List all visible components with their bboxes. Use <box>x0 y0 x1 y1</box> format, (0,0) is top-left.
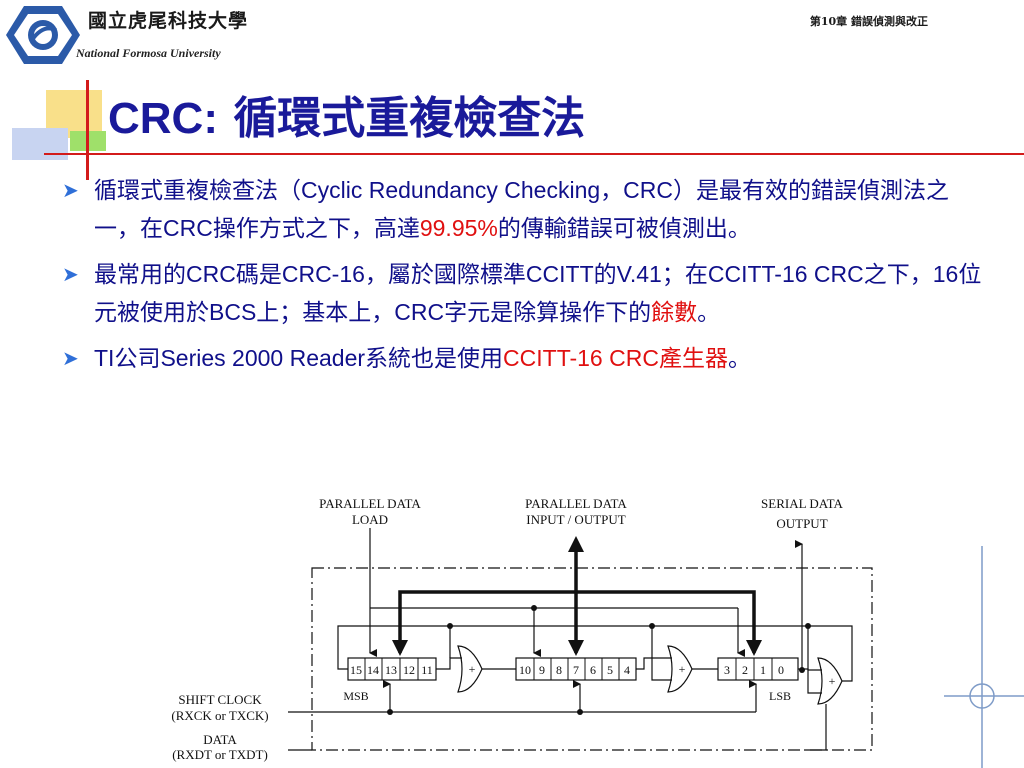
bullet-text: 16 <box>932 261 959 287</box>
label-shift-clock-2: (RXCK or TXCK) <box>171 708 268 723</box>
crc-chip-boundary <box>311 567 873 751</box>
register-msb-group: 15 14 13 12 11 <box>347 657 437 681</box>
label-serial-out-2: OUTPUT <box>776 516 827 531</box>
university-logo <box>6 6 80 64</box>
bullet-text: CRC <box>394 299 445 325</box>
bullet-text: CCITT-16 CRC <box>707 261 864 287</box>
bullet-text: 上；基本上， <box>256 300 395 326</box>
bullet-text: CCITT <box>525 261 594 287</box>
bit-cell: 5 <box>607 663 613 677</box>
register-middle-group: 10 9 8 7 6 5 4 <box>515 657 637 681</box>
bullet-highlight: 餘數 <box>651 300 698 326</box>
register-lsb-group: 3 2 1 0 <box>717 657 799 681</box>
bullet-text: 系統也是使用 <box>365 346 504 372</box>
label-serial-out-1: SERIAL DATA <box>761 496 844 511</box>
label-parallel-load-2: LOAD <box>352 512 388 527</box>
label-shift-clock-1: SHIFT CLOCK <box>178 692 262 707</box>
bit-cell: 14 <box>367 663 379 677</box>
decor-vertical-line <box>86 80 89 180</box>
xor-plus: + <box>469 662 476 676</box>
bit-cell: 9 <box>539 663 545 677</box>
bullet-text: 碼是 <box>235 262 282 288</box>
bullet-text: 之下， <box>863 262 933 288</box>
xor-gate-2: + <box>667 645 693 693</box>
slide-title-zh: 循環式重複檢查法 <box>233 93 586 144</box>
decor-horizontal-line <box>44 153 1024 155</box>
bullet-item-1: ➤ 循環式重複檢查法（Cyclic Redundancy Checking，CR… <box>62 172 982 248</box>
bullet-text: 。 <box>727 346 751 372</box>
bit-cell: 2 <box>742 663 748 677</box>
label-data-2: (RXDT or TXDT) <box>172 747 268 762</box>
slide-title-latin: CRC: <box>108 94 218 143</box>
bit-cell: 4 <box>624 663 630 677</box>
bullet-text: 的傳輸錯誤可被偵測出。 <box>497 216 751 242</box>
bullet-text: CRC <box>163 215 213 241</box>
university-name-en: National Formosa University <box>76 46 221 60</box>
bullet-arrow-icon: ➤ <box>62 262 79 286</box>
bullet-text: ；在 <box>661 262 708 288</box>
bullet-item-2: ➤ 最常用的CRC碼是CRC-16，屬於國際標準CCITT的V.41；在CCIT… <box>62 256 982 332</box>
bullet-text: BCS <box>209 299 257 325</box>
bullet-text: Series 2000 Reader <box>160 345 366 371</box>
bullet-text: 操作方式之下，高達 <box>212 216 420 242</box>
label-parallel-io-1: PARALLEL DATA <box>525 496 627 511</box>
xor-plus: + <box>679 662 686 676</box>
bullet-highlight: CCITT-16 CRC <box>503 345 659 371</box>
bullet-text: TI <box>94 345 115 371</box>
bit-cell: 12 <box>403 663 415 677</box>
wire-junctions <box>387 605 811 715</box>
bullet-text: 。 <box>697 300 721 326</box>
bullet-item-3: ➤ TI公司Series 2000 Reader系統也是使用CCITT-16 C… <box>62 340 982 378</box>
bullet-text: CRC-16 <box>281 261 365 287</box>
decor-right-lines <box>944 546 1024 768</box>
label-parallel-io-2: INPUT / OUTPUT <box>526 512 625 527</box>
label-parallel-load-1: PARALLEL DATA <box>319 496 421 511</box>
bullet-highlight: 產生器 <box>658 346 728 372</box>
bullet-text: Cyclic Redundancy Checking，CRC <box>301 177 673 203</box>
bit-cell: 11 <box>421 663 433 677</box>
bit-cell: 10 <box>519 663 531 677</box>
bit-cell: 1 <box>760 663 766 677</box>
university-name-zh: 國立虎尾科技大學 <box>88 10 249 32</box>
bit-cell: 0 <box>778 663 784 677</box>
bit-cell: 13 <box>385 663 397 677</box>
bullet-text: 最常用的 <box>94 262 186 288</box>
bus-arrowheads <box>392 536 762 656</box>
label-lsb: LSB <box>769 689 791 703</box>
label-data-1: DATA <box>203 732 237 747</box>
bullet-text: CRC <box>186 261 236 287</box>
bullet-text: ）是最有效的錯誤偵測法之一，在 <box>94 178 949 242</box>
bullet-arrow-icon: ➤ <box>62 346 79 370</box>
bit-cell: 3 <box>724 663 730 677</box>
xor-gate-1: + <box>457 645 483 693</box>
bullet-arrow-icon: ➤ <box>62 178 79 202</box>
parallel-data-bus <box>398 548 756 653</box>
bullet-text: ，屬於國際標準 <box>364 262 526 288</box>
bit-cell: 15 <box>350 663 362 677</box>
bullet-text: 字元是除算操作下的 <box>444 300 652 326</box>
bullet-text: 公司 <box>114 346 161 372</box>
crc-wiring <box>288 528 853 751</box>
bullet-text: 位元被使用於 <box>94 262 982 326</box>
bullet-text: 循環式重複檢查法（ <box>94 178 301 204</box>
bit-cell: 6 <box>590 663 596 677</box>
xor-gate-3: + <box>817 657 843 705</box>
bit-cell: 7 <box>573 663 579 677</box>
bit-cell: 8 <box>556 663 562 677</box>
bullet-list: ➤ 循環式重複檢查法（Cyclic Redundancy Checking，CR… <box>62 172 982 386</box>
xor-plus: + <box>829 674 836 688</box>
slide-title: CRC: 循環式重複檢查法 <box>108 82 585 146</box>
crc-generator-diagram: PARALLEL DATA LOAD PARALLEL DATA INPUT /… <box>171 496 1024 768</box>
chapter-label: 第10章 錯誤偵測與改正 <box>809 15 928 28</box>
bullet-highlight: 99.95% <box>419 215 498 241</box>
label-msb: MSB <box>343 689 368 703</box>
bullet-text: 的 <box>593 262 617 288</box>
bullet-text: V.41 <box>616 261 662 287</box>
decor-blue-block <box>12 128 68 160</box>
